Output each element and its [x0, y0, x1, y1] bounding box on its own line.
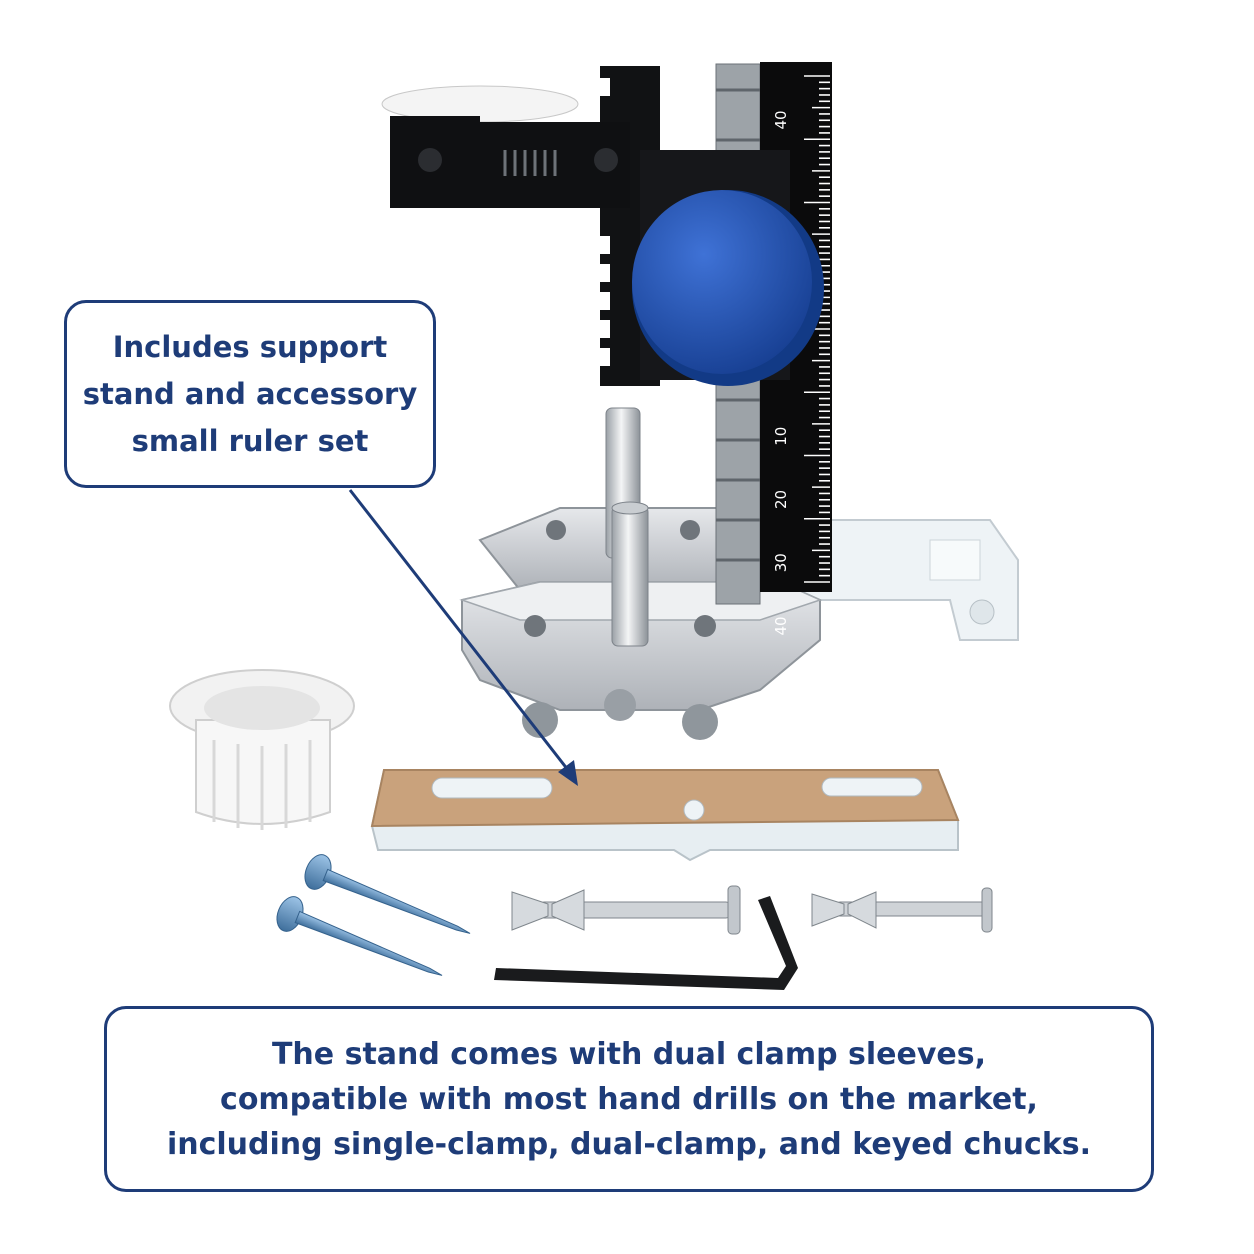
callout-arrow	[348, 489, 578, 786]
callout-support-line-2: stand and accessory	[82, 376, 418, 411]
callout-clamp-line-3: including single-clamp, dual-clamp, and …	[166, 1126, 1092, 1162]
wing-bolts	[511, 885, 993, 935]
ruler-tick-label: 40	[772, 110, 790, 129]
ruler-tick-label: 40	[772, 616, 790, 635]
clamp-sleeve	[169, 669, 355, 830]
callout-clamp-line-1: The stand comes with dual clamp sleeves,	[271, 1036, 987, 1072]
callout-support-line-3: small ruler set	[131, 423, 369, 458]
callout-support-line-1: Includes support	[112, 329, 388, 364]
acrylic-base-plate	[370, 769, 960, 862]
blue-adjustment-knob	[632, 190, 824, 386]
callout-clamp-sleeves: The stand comes with dual clamp sleeves,…	[104, 1006, 1154, 1192]
wood-screws	[276, 854, 471, 976]
callout-clamp-line-2: compatible with most hand drills on the …	[220, 1081, 1038, 1117]
aluminum-base	[459, 507, 823, 740]
top-clamp-arm	[381, 85, 630, 208]
ruler-tick-label: 10	[772, 427, 790, 446]
ruler-tick-label: 30	[772, 553, 790, 572]
callout-support-stand: Includes support stand and accessory sma…	[64, 300, 436, 488]
ruler-tick-label: 20	[772, 490, 790, 509]
support-rods	[605, 407, 649, 647]
hex-key	[494, 896, 798, 990]
